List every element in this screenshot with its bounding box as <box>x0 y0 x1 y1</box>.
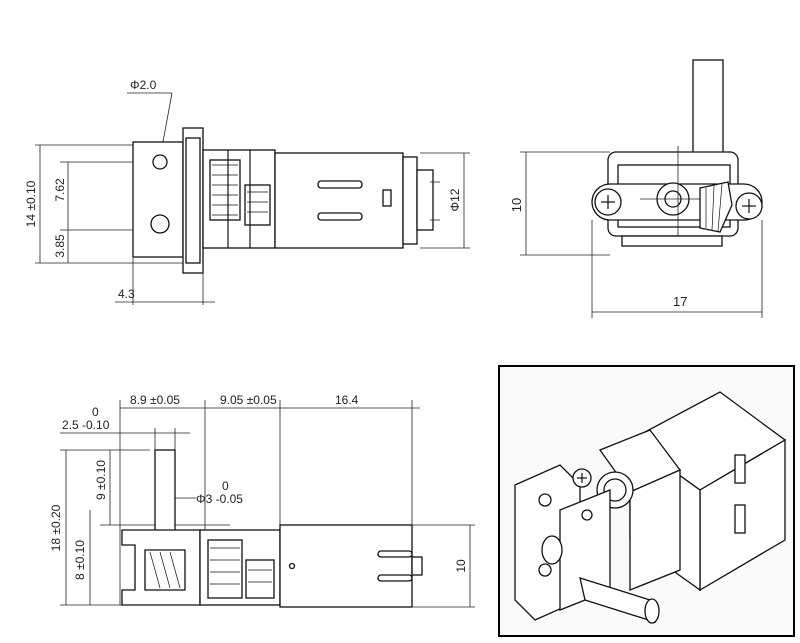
side-hole-offset-label: 3.85 <box>53 234 67 258</box>
end-height-label: 10 <box>509 198 524 212</box>
shaft <box>692 59 724 161</box>
mounting-hole-top <box>152 154 168 170</box>
end-view: 10 17 <box>509 59 763 318</box>
mounting-hole-bottom <box>150 214 170 234</box>
screw-head-icon <box>735 192 763 220</box>
length-b-label: 9.05 ±0.05 <box>220 393 277 407</box>
side-hole-diameter-label: Φ2.0 <box>130 78 157 92</box>
front-view: 0 8.9 ±0.05 9.05 ±0.05 16.4 2.5 -0.10 18… <box>49 393 475 608</box>
zero-shaft-label: 0 <box>222 479 229 493</box>
shaft-diameter-label: Φ3 -0.05 <box>196 492 243 506</box>
isometric-render <box>498 365 795 637</box>
length-a-label: 8.9 ±0.05 <box>130 393 180 407</box>
side-view: 14 ±0.10 7.62 3.85 Φ2.0 <box>24 78 470 305</box>
shaft-height-label: 8 ±0.10 <box>73 540 87 580</box>
zero-top-label: 0 <box>92 405 99 419</box>
side-height-label: 14 ±0.10 <box>24 180 38 227</box>
gear-icon <box>209 159 271 226</box>
motor-diameter-label: Φ12 <box>448 188 462 211</box>
end-width-label: 17 <box>673 294 687 309</box>
flange-depth-label: 4.3 <box>118 287 135 301</box>
gear-icon <box>699 181 733 233</box>
length-c-label: 16.4 <box>335 393 359 407</box>
screw-head-icon <box>594 188 622 216</box>
motor-height-label: 10 <box>454 559 468 573</box>
side-hole-spacing-label: 7.62 <box>53 178 67 202</box>
screw-head-icon <box>572 468 592 488</box>
height-label: 18 ±0.20 <box>49 504 63 551</box>
shaft-offset-label: 2.5 -0.10 <box>62 418 110 432</box>
shaft-length-label: 9 ±0.10 <box>94 460 108 500</box>
output-shaft <box>154 449 176 541</box>
